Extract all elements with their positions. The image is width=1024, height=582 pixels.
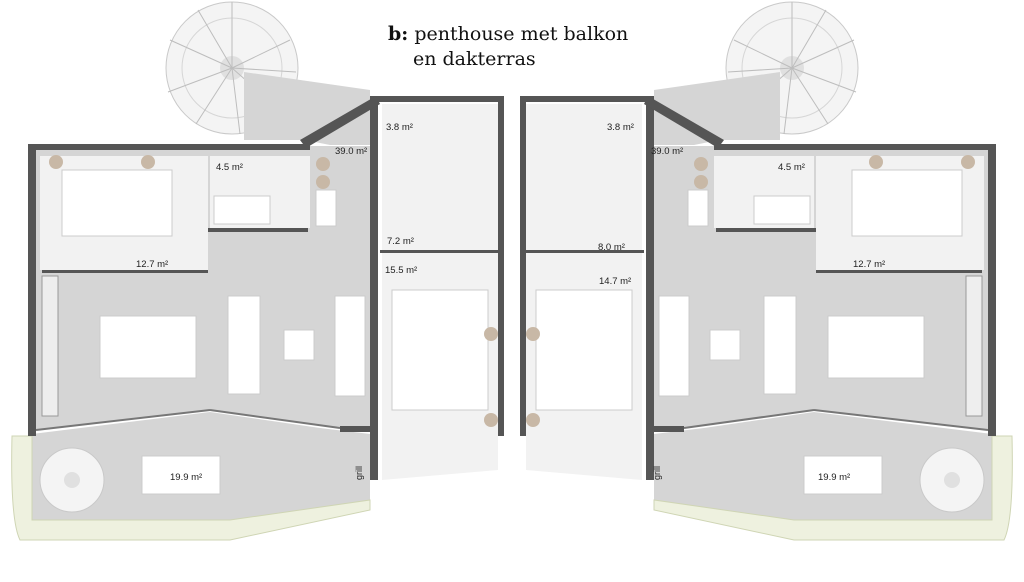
label-balcony-left: 19.9 m² [170, 472, 202, 483]
plan-title-line2: en dakterras [413, 48, 536, 70]
label-bedroom-left: 12.7 m² [136, 259, 168, 270]
label-grill-left: grill [354, 466, 364, 480]
label-bedroom2-left: 15.5 m² [385, 265, 417, 276]
label-terrace-right: 39.0 m² [651, 146, 683, 157]
plan-title-line1: penthouse met balkon [414, 23, 629, 45]
label-grill-right: grill [652, 466, 662, 480]
label-stairhall-right: 8.0 m² [598, 242, 625, 253]
left-unit [10, 1, 506, 541]
label-bathroom-right: 4.5 m² [778, 162, 805, 173]
label-bedroom-right: 12.7 m² [853, 259, 885, 270]
label-entry-right: 3.8 m² [607, 122, 634, 133]
label-stairhall-left: 7.2 m² [387, 236, 414, 247]
plan-title: b: penthouse met balkon en dakterras [388, 22, 628, 72]
label-entry-left: 3.8 m² [386, 122, 413, 133]
label-terrace-left: 39.0 m² [335, 146, 367, 157]
right-unit [519, 1, 1014, 541]
label-bedroom2-right: 14.7 m² [599, 276, 631, 287]
label-bathroom-left: 4.5 m² [216, 162, 243, 173]
plan-title-prefix: b: [388, 23, 409, 45]
label-balcony-right: 19.9 m² [818, 472, 850, 483]
